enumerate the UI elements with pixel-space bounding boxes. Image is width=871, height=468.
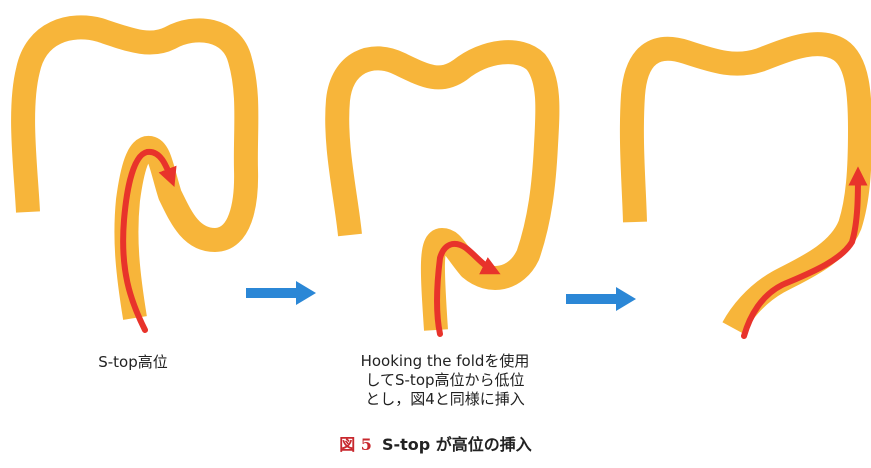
transition-arrow-1 [246,281,316,305]
colon-shape-3 [632,44,860,328]
panel-1-caption: S-top高位 [78,352,188,372]
panel-2-colon [337,52,547,334]
panel-2-caption: Hooking the foldを使用 してS-top高位から低位 とし，図4と… [325,352,565,409]
transition-arrow-2 [566,287,636,311]
colonoscopy-diagram [0,0,871,340]
panel-3-colon [632,44,860,336]
figure-caption: 図 5 S-top が高位の挿入 [260,434,611,456]
panel-2-caption-line-2: してS-top高位から低位 [325,371,565,390]
panel-2-caption-line-3: とし，図4と同様に挿入 [325,390,565,409]
panel-1-colon [23,27,246,330]
scope-arrow-3 [744,176,858,336]
colon-shape-2 [337,52,547,330]
panel-2-caption-line-1: Hooking the foldを使用 [325,352,565,371]
figure-title: S-top が高位の挿入 [382,435,532,454]
figure-number: 図 5 [339,435,372,454]
